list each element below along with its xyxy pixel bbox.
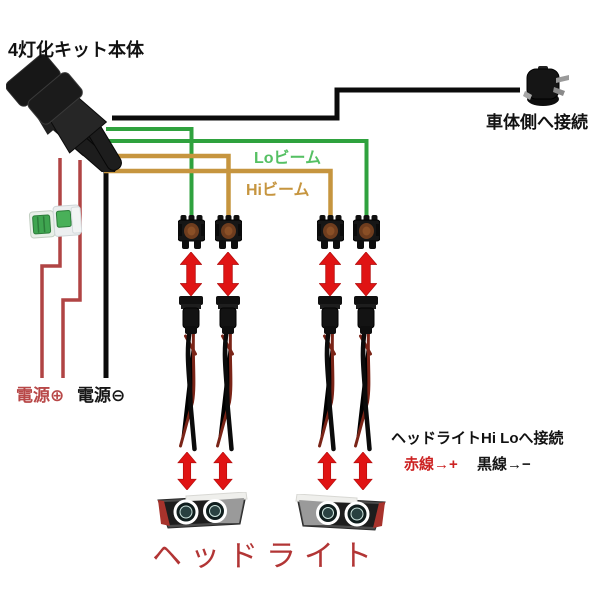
hi-beam-wire-left [104,153,231,218]
headlight-plug-3 [318,296,342,334]
connect-arrow-icon [180,252,202,296]
headlight-plug-4 [354,296,378,334]
connect-arrow-icon [317,452,337,490]
hi-beam-wire-right [104,168,333,218]
connect-arrow-icon [213,452,233,490]
plug-pigtail-3 [318,329,336,452]
fuse-holder-icon [28,204,83,239]
connect-arrow-icon [217,252,239,296]
plug-pigtail-2 [216,329,234,452]
lo-beam-label: Loビーム [254,150,322,167]
plug-pigtail-4 [354,329,372,452]
headlight-plug-1 [179,296,203,334]
kit-title-label: 4灯化キット本体 [8,40,145,60]
headlight-image-left [157,492,248,529]
lo-beam-wire-right [106,139,369,218]
socket-connector-1 [178,215,205,249]
red-wire-note-label: 赤線→+ [404,456,458,473]
power-plus-wire-2 [61,160,82,378]
connect-arrow-icon [177,452,197,490]
headlight-image-right [295,494,386,531]
relay-icon [523,66,569,106]
connect-arrow-icon [353,452,373,490]
headlight-title-label: ヘッドライト [152,540,380,573]
power-plus-label: 電源⊕ [16,386,65,405]
socket-connector-3 [317,215,344,249]
power-minus-label: 電源⊖ [77,386,126,405]
y-splitter-front [27,72,122,172]
black-wire-note-label: 黒線→− [477,456,531,473]
headlight-plug-2 [216,296,240,334]
vehicle-connect-label: 車体側へ接続 [486,113,588,132]
socket-connector-4 [353,215,380,249]
connect-arrow-icon [355,252,377,296]
vehicle-black-wire [112,87,520,121]
kit-body-image [6,54,122,172]
connect-arrow-icon [319,252,341,296]
power-plus-wire-1 [40,158,62,378]
hi-beam-label: Hiビーム [246,182,310,199]
lo-beam-wire-left [106,127,194,218]
socket-connector-2 [215,215,242,249]
headlight-connect-label: ヘッドライトHi Loへ接続 [391,430,564,447]
plug-pigtail-1 [179,329,197,452]
